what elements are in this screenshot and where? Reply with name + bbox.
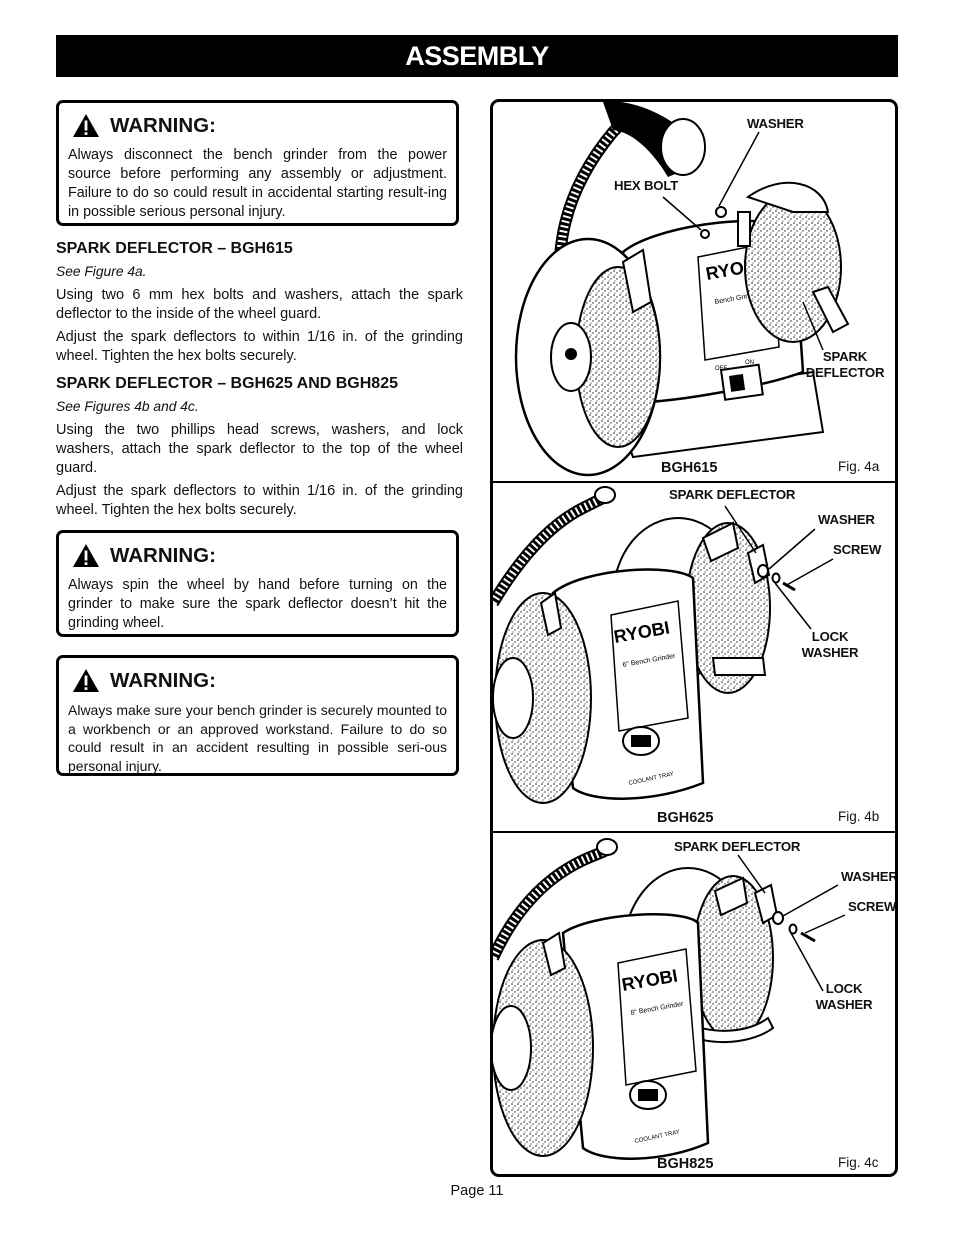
callout-lock-washer: LOCK WASHER [807,981,881,1013]
callout-washer: WASHER [747,116,804,131]
warning-box-spin-wheel: WARNING: Always spin the wheel by hand b… [56,530,459,637]
warning-text: Always make sure your bench grinder is s… [68,702,447,774]
warning-text: Always disconnect the bench grinder from… [68,147,447,220]
section-bgh625-bgh825: SPARK DEFLECTOR – BGH625 AND BGH825 See … [56,374,463,524]
callout-spark-deflector: SPARK DEFLECTOR [669,487,796,502]
bench-grinder-illustration-bgh825: RYOBI 8" Bench Grinder COOLANT TRAY [493,838,846,1160]
model-label: BGH615 [661,460,718,476]
section-bgh615: SPARK DEFLECTOR – BGH615 See Figure 4a. … [56,239,463,370]
paragraph: Adjust the spark deflectors to within 1/… [56,329,463,364]
paragraph: Using the two phillips head screws, wash… [56,422,463,476]
callout-line: LOCK [811,629,849,644]
page-title: ASSEMBLY [56,35,898,77]
callout-washer: WASHER [818,512,875,527]
figure-reference: See Figures 4b and 4c. [56,399,199,414]
bench-grinder-illustration-bgh625: RYOBI 6" Bench Grinder COOLANT TRAY [493,486,834,804]
page-number: Page 11 [450,1183,504,1199]
warning-triangle-icon [73,114,99,137]
section-heading: SPARK DEFLECTOR – BGH625 AND BGH825 [56,375,398,392]
warning-heading: WARNING: [110,113,216,137]
figure-number: Fig. 4b [838,809,880,824]
switch-on-label: ON [745,360,754,366]
callout-hex-bolt: HEX BOLT [614,178,679,193]
warning-triangle-icon [73,544,99,567]
warning-box-disconnect: WARNING: Always disconnect the bench gri… [56,100,459,226]
callout-spark-deflector: SPARK DEFLECTOR [797,349,893,381]
callout-spark-deflector: SPARK DEFLECTOR [674,839,801,854]
warning-text: Always spin the wheel by hand before tur… [68,577,447,631]
callout-line: LOCK [825,981,863,996]
figure-divider [493,831,895,833]
callout-lock-washer: LOCK WASHER [793,629,867,661]
callout-line: WASHER [801,645,859,660]
paragraph: Adjust the spark deflectors to within 1/… [56,483,463,518]
callout-line: WASHER [815,997,873,1012]
figure-number: Fig. 4c [838,1155,879,1170]
callout-screw: SCREW [848,899,897,914]
bench-grinder-illustration-bgh615: RYOBI Bench Grinder OFF ON [514,102,850,477]
figure-divider [493,481,895,483]
callout-line: DEFLECTOR [805,365,885,380]
warning-box-mounting: WARNING: Always make sure your bench gri… [56,655,459,776]
model-label: BGH625 [657,810,714,826]
warning-triangle-icon [73,669,99,692]
warning-heading: WARNING: [110,668,216,692]
section-heading: SPARK DEFLECTOR – BGH615 [56,240,293,257]
figure-reference: See Figure 4a. [56,264,147,279]
switch-off-label: OFF [715,366,727,372]
figure-number: Fig. 4a [838,459,880,474]
callout-line: SPARK [822,349,868,364]
paragraph: Using two 6 mm hex bolts and washers, at… [56,287,463,322]
callout-washer: WASHER [841,869,898,884]
warning-heading: WARNING: [110,543,216,567]
callout-screw: SCREW [833,542,882,557]
figures-panel: RYOBI Bench Grinder OFF ON WASHER HEX BO… [490,99,898,1177]
model-label: BGH825 [657,1156,714,1172]
